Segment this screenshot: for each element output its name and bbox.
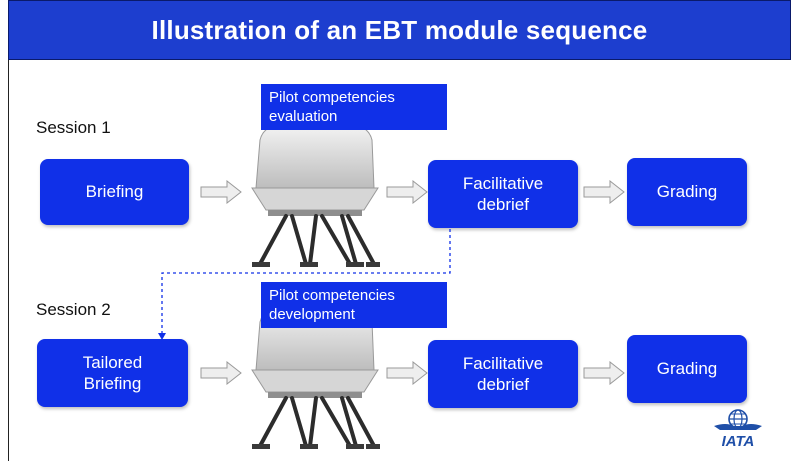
session-1-callout: Pilot competencies evaluation — [261, 84, 447, 130]
session-2-grading-box: Grading — [627, 335, 747, 403]
globe-icon — [714, 409, 762, 430]
session-2-label: Session 2 — [36, 300, 111, 319]
arrow-right-icon — [386, 361, 428, 385]
session-1-debrief-box: Facilitative debrief — [428, 160, 578, 228]
session-1-label: Session 1 — [36, 118, 111, 137]
page-title: Illustration of an EBT module sequence — [151, 14, 648, 45]
slide-border — [8, 0, 9, 461]
flight-simulator-image — [251, 123, 380, 267]
session-1-briefing-box: Briefing — [40, 159, 189, 225]
arrow-right-icon — [583, 361, 625, 385]
iata-logo-text: IATA — [722, 433, 755, 450]
arrow-right-icon — [386, 180, 428, 204]
arrow-right-icon — [200, 180, 242, 204]
session-2-briefing-box: Tailored Briefing — [37, 339, 188, 407]
session-1-grading-box: Grading — [627, 158, 747, 226]
arrow-right-icon — [583, 180, 625, 204]
session-2-callout: Pilot competencies development — [261, 282, 447, 328]
iata-logo: IATA — [714, 409, 762, 450]
arrow-right-icon — [200, 361, 242, 385]
title-bar: Illustration of an EBT module sequence — [8, 0, 791, 60]
session-2-debrief-box: Facilitative debrief — [428, 340, 578, 408]
